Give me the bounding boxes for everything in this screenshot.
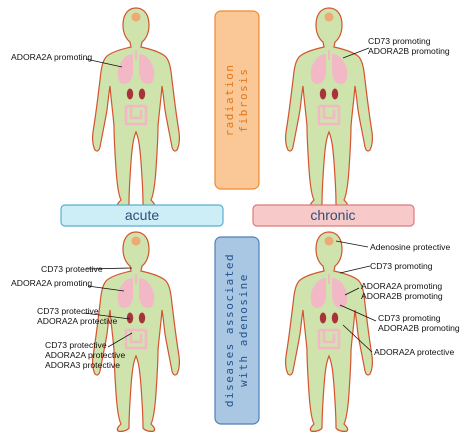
fibrosis-label: fibrosis: [237, 68, 250, 133]
annotation-top-left: ADORA2A promoting: [11, 52, 92, 62]
annotation-br-brain: Adenosine protective: [370, 242, 450, 252]
annotation-br-lung-2: ADORA2A promoting ADORA2B promoting: [361, 281, 445, 301]
chronic-pill: chronic: [252, 204, 415, 227]
annotation-br-lung: CD73 promoting: [370, 261, 433, 271]
radiation-label: radiation: [223, 63, 236, 136]
annotation-bl-brain: CD73 protective: [41, 264, 103, 274]
diseases-adenosine-box: diseases associated with adenosine: [214, 236, 260, 425]
chronic-label: chronic: [310, 207, 355, 223]
with-adenosine-label: with adenosine: [237, 273, 250, 387]
annotation-bl-lung: ADORA2A promoting: [11, 278, 92, 288]
annotation-br-gut: ADORA2A protective: [374, 347, 454, 357]
human-figure-bottom-right: [284, 230, 374, 433]
human-figure-top-right: [284, 6, 374, 209]
human-figure-bottom-left: [91, 230, 181, 433]
annotation-br-kidney: CD73 promoting ADORA2B promoting: [378, 313, 460, 333]
acute-label: acute: [125, 207, 159, 223]
leader-lines: [83, 47, 377, 353]
annotation-top-right: CD73 promoting ADORA2B promoting: [368, 36, 450, 56]
human-figure-top-left: [91, 6, 181, 209]
diseases-associated-label: diseases associated: [223, 253, 236, 407]
acute-pill: acute: [60, 204, 224, 227]
annotation-bl-kidney: CD73 protective ADORA2A protective: [37, 306, 117, 326]
radiation-fibrosis-box: radiation fibrosis: [214, 10, 260, 190]
annotation-bl-gut: CD73 protective ADORA2A protective ADORA…: [45, 340, 128, 370]
